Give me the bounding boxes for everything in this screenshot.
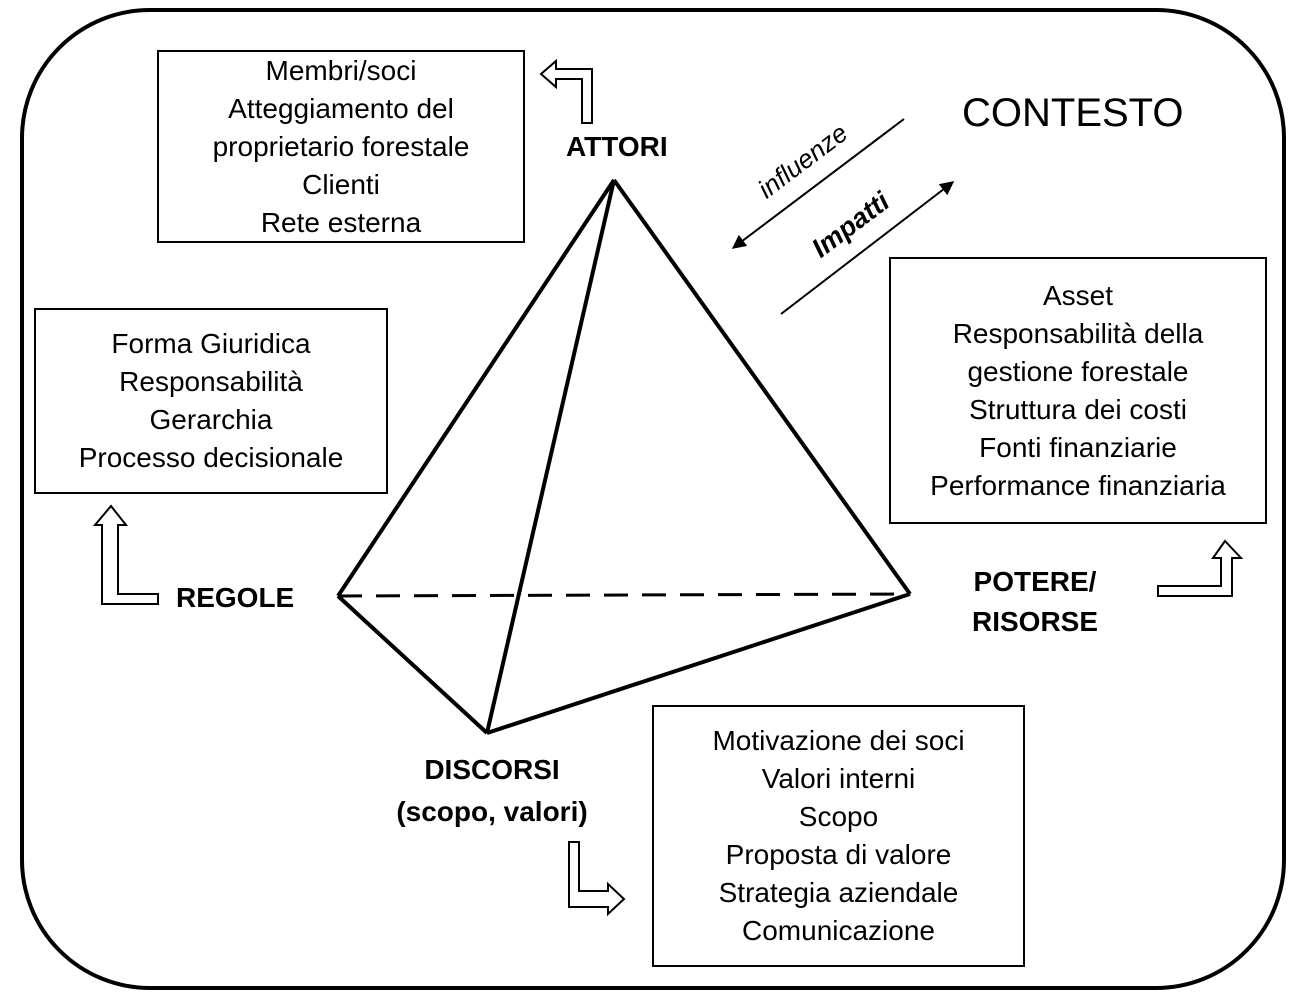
impact-arrow-icon bbox=[780, 181, 955, 315]
actors-box: Membri/soci Atteggiamento del proprietar… bbox=[157, 50, 525, 243]
actors-item: Clienti bbox=[302, 168, 380, 200]
discourses-item: Scopo bbox=[798, 801, 879, 832]
discourses-item: Strategia aziendale bbox=[718, 877, 959, 908]
actors-item: proprietario forestale bbox=[212, 130, 470, 162]
power-box: Asset Responsabilità della gestione fore… bbox=[889, 257, 1267, 524]
discourses-item: Proposta di valore bbox=[725, 839, 952, 870]
power-item: gestione forestale bbox=[967, 355, 1189, 387]
discourses-item: Comunicazione bbox=[742, 915, 935, 946]
vertex-label-actors: ATTORI bbox=[566, 131, 668, 162]
edge-hidden-back bbox=[337, 592, 911, 598]
hollow-arrow-down-right-icon bbox=[568, 841, 626, 917]
vertex-label-discourses: DISCORSI (scopo, valori) bbox=[380, 749, 604, 833]
vertex-label-power-line1: POTERE/ bbox=[973, 566, 1097, 597]
power-item: Struttura dei costi bbox=[969, 393, 1187, 425]
actors-item: Atteggiamento del bbox=[228, 92, 454, 124]
discourses-item: Valori interni bbox=[761, 763, 916, 794]
actors-item: Membri/soci bbox=[265, 54, 417, 86]
vertex-label-rules: REGOLE bbox=[176, 582, 295, 613]
influences-label: influenze bbox=[752, 118, 853, 205]
edge-apex-right bbox=[612, 178, 912, 596]
power-item: Fonti finanziarie bbox=[979, 431, 1177, 463]
discourses-box: Motivazione dei soci Valori interni Scop… bbox=[652, 705, 1025, 967]
vertex-label-power: POTERE/ RISORSE bbox=[972, 562, 1098, 642]
rules-box: Forma Giuridica Responsabilità Gerarchia… bbox=[34, 308, 388, 494]
edge-left-front bbox=[336, 594, 489, 735]
context-label: CONTESTO bbox=[962, 91, 1184, 135]
discourses-item: Motivazione dei soci bbox=[712, 725, 965, 756]
hollow-arrow-up-icon bbox=[92, 504, 159, 605]
edge-apex-left bbox=[336, 178, 616, 598]
vertex-label-discourses-line1: DISCORSI bbox=[424, 754, 560, 785]
hollow-arrow-left-icon bbox=[539, 58, 593, 124]
rules-item: Responsabilità bbox=[119, 366, 303, 397]
impacts-label: Impatti bbox=[806, 186, 895, 264]
vertex-label-power-line2: RISORSE bbox=[972, 606, 1099, 637]
tetrahedron bbox=[336, 178, 912, 735]
edge-front-right bbox=[486, 592, 911, 735]
rules-item: Gerarchia bbox=[149, 404, 273, 435]
context-frame bbox=[20, 8, 1286, 990]
vertex-label-discourses-line2: (scopo, valori) bbox=[396, 796, 588, 827]
influence-arrow-icon bbox=[731, 118, 905, 249]
power-item: Responsabilità della bbox=[952, 317, 1204, 349]
hollow-arrow-up-right-icon bbox=[1157, 539, 1244, 597]
edge-apex-front bbox=[485, 179, 616, 734]
power-item: Asset bbox=[1042, 279, 1114, 311]
actors-item: Rete esterna bbox=[260, 206, 422, 238]
rules-item: Processo decisionale bbox=[78, 442, 344, 473]
rules-item: Forma Giuridica bbox=[111, 328, 311, 359]
power-item: Performance finanziaria bbox=[930, 469, 1226, 501]
